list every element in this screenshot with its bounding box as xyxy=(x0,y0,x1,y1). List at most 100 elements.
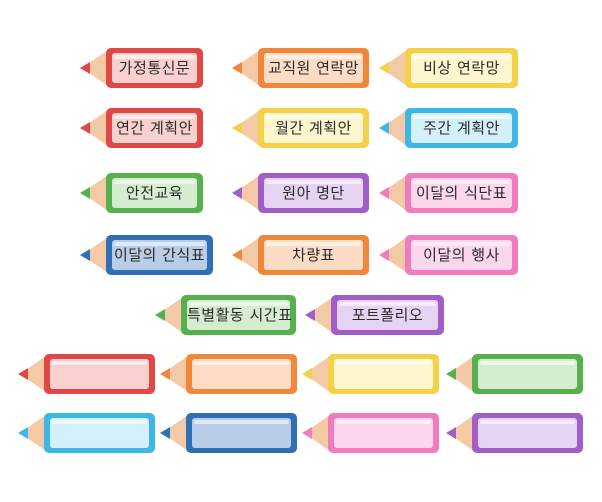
pencil-shape xyxy=(379,173,518,213)
pencil-highlight xyxy=(266,242,361,246)
pencil-shape xyxy=(379,235,518,275)
pencil-label-area xyxy=(264,53,363,83)
pencil-lead xyxy=(80,122,90,134)
pencil-shape xyxy=(232,173,369,213)
pencil-label-area xyxy=(50,418,149,448)
pencil-highlight xyxy=(413,180,510,184)
pencil-label-text: 포트폴리오 xyxy=(351,306,424,324)
pencil-wood-tip xyxy=(448,356,474,392)
pencil-wood-tip xyxy=(234,175,260,211)
pencil-label-red: 연간 계획안 xyxy=(80,107,204,149)
pencil-lead xyxy=(18,427,28,439)
pencil-shape xyxy=(18,413,155,453)
pencil-lead xyxy=(379,187,389,199)
pencil-wood-tip xyxy=(381,175,407,211)
pencil-highlight xyxy=(194,420,289,424)
pencil-lead xyxy=(446,427,456,439)
pencil-wood-tip xyxy=(304,356,330,392)
pencil-label-red: 가정통신문 xyxy=(80,47,204,89)
pencil-wood-tip xyxy=(162,415,188,451)
pencil-wood-tip xyxy=(234,237,260,273)
pencil-shape xyxy=(80,108,203,148)
pencil-wood-tip xyxy=(82,175,108,211)
pencil-label-pink: 이달의 식단표 xyxy=(379,172,519,214)
pencil-shape xyxy=(160,354,297,394)
pencil-wood-tip xyxy=(381,237,407,273)
pencil-label-yellow: 월간 계획안 xyxy=(232,107,370,149)
pencil-shape xyxy=(305,295,444,335)
pencil-label-area xyxy=(411,240,512,270)
pencil-shape xyxy=(80,173,203,213)
pencil-shape xyxy=(379,48,518,88)
pencil-label-text: 이달의 행사 xyxy=(423,246,500,264)
pencil-highlight xyxy=(266,180,361,184)
pencil-shape xyxy=(232,108,369,148)
pencil-wood-tip xyxy=(162,356,188,392)
pencil-highlight xyxy=(114,115,195,119)
pencil-wood-tip xyxy=(234,110,260,146)
pencil-shape xyxy=(232,235,369,275)
pencil-label-purple: 원아 명단 xyxy=(232,172,370,214)
pencil-label-area xyxy=(478,359,577,389)
pencil-label-area xyxy=(334,359,433,389)
pencil-label-text: 월간 계획안 xyxy=(275,119,352,137)
pencil-label-text xyxy=(478,353,577,395)
pencil-label-text xyxy=(192,353,291,395)
pencil-label-orange: 교직원 연락망 xyxy=(232,47,370,89)
pencil-highlight xyxy=(480,361,575,365)
pencil-lead xyxy=(80,249,90,261)
pencil-label-red xyxy=(18,353,156,395)
pencil-label-pink xyxy=(302,412,440,454)
pencil-label-text xyxy=(334,353,433,395)
pencil-label-text: 이달의 간식표 xyxy=(113,246,206,264)
pencil-wood-tip xyxy=(82,110,108,146)
pencil-label-text: 차량표 xyxy=(292,246,335,264)
pencil-wood-tip xyxy=(20,415,46,451)
pencil-label-orange: 차량표 xyxy=(232,234,370,276)
pencil-label-area xyxy=(112,178,197,208)
pencil-label-cyan xyxy=(18,412,156,454)
pencil-wood-tip xyxy=(307,297,333,333)
pencil-wood-tip xyxy=(82,50,108,86)
pencil-shape xyxy=(80,235,213,275)
pencil-label-orange xyxy=(160,353,298,395)
pencil-label-area xyxy=(411,53,512,83)
pencil-highlight xyxy=(336,361,431,365)
pencil-label-pink: 이달의 행사 xyxy=(379,234,519,276)
pencil-shape xyxy=(18,354,155,394)
pencil-label-area xyxy=(50,359,149,389)
pencil-label-text xyxy=(50,412,149,454)
pencil-label-green xyxy=(446,353,584,395)
pencil-highlight xyxy=(480,420,575,424)
pencil-label-text: 안전교육 xyxy=(125,184,184,202)
pencil-highlight xyxy=(336,420,431,424)
pencil-highlight xyxy=(52,420,147,424)
pencil-highlight xyxy=(413,55,510,59)
pencil-label-area xyxy=(192,418,291,448)
pencil-lead xyxy=(379,122,389,134)
pencil-lead xyxy=(80,62,90,74)
pencil-label-yellow: 비상 연락망 xyxy=(379,47,519,89)
pencil-label-area xyxy=(411,178,512,208)
pencil-lead xyxy=(302,427,312,439)
pencil-wood-tip xyxy=(157,297,183,333)
pencil-label-green: 특별활동 시간표 xyxy=(155,294,297,336)
pencil-label-text: 비상 연락망 xyxy=(423,59,500,77)
pencil-label-area xyxy=(264,240,363,270)
pencil-label-text: 이달의 식단표 xyxy=(415,184,508,202)
pencil-lead xyxy=(232,62,242,74)
pencil-label-text: 원아 명단 xyxy=(282,184,345,202)
pencil-label-area xyxy=(337,300,438,330)
pencil-label-text: 연간 계획안 xyxy=(116,119,193,137)
pencil-label-area xyxy=(264,113,363,143)
pencil-label-area xyxy=(112,53,197,83)
pencil-highlight xyxy=(266,55,361,59)
pencil-lead xyxy=(302,368,312,380)
pencil-shape xyxy=(446,354,583,394)
pencil-label-area xyxy=(112,240,207,270)
pencil-label-text: 특별활동 시간표 xyxy=(187,306,293,324)
pencil-label-area xyxy=(334,418,433,448)
pencil-lead xyxy=(155,309,165,321)
pencil-highlight xyxy=(339,302,436,306)
pencil-highlight xyxy=(189,302,288,306)
